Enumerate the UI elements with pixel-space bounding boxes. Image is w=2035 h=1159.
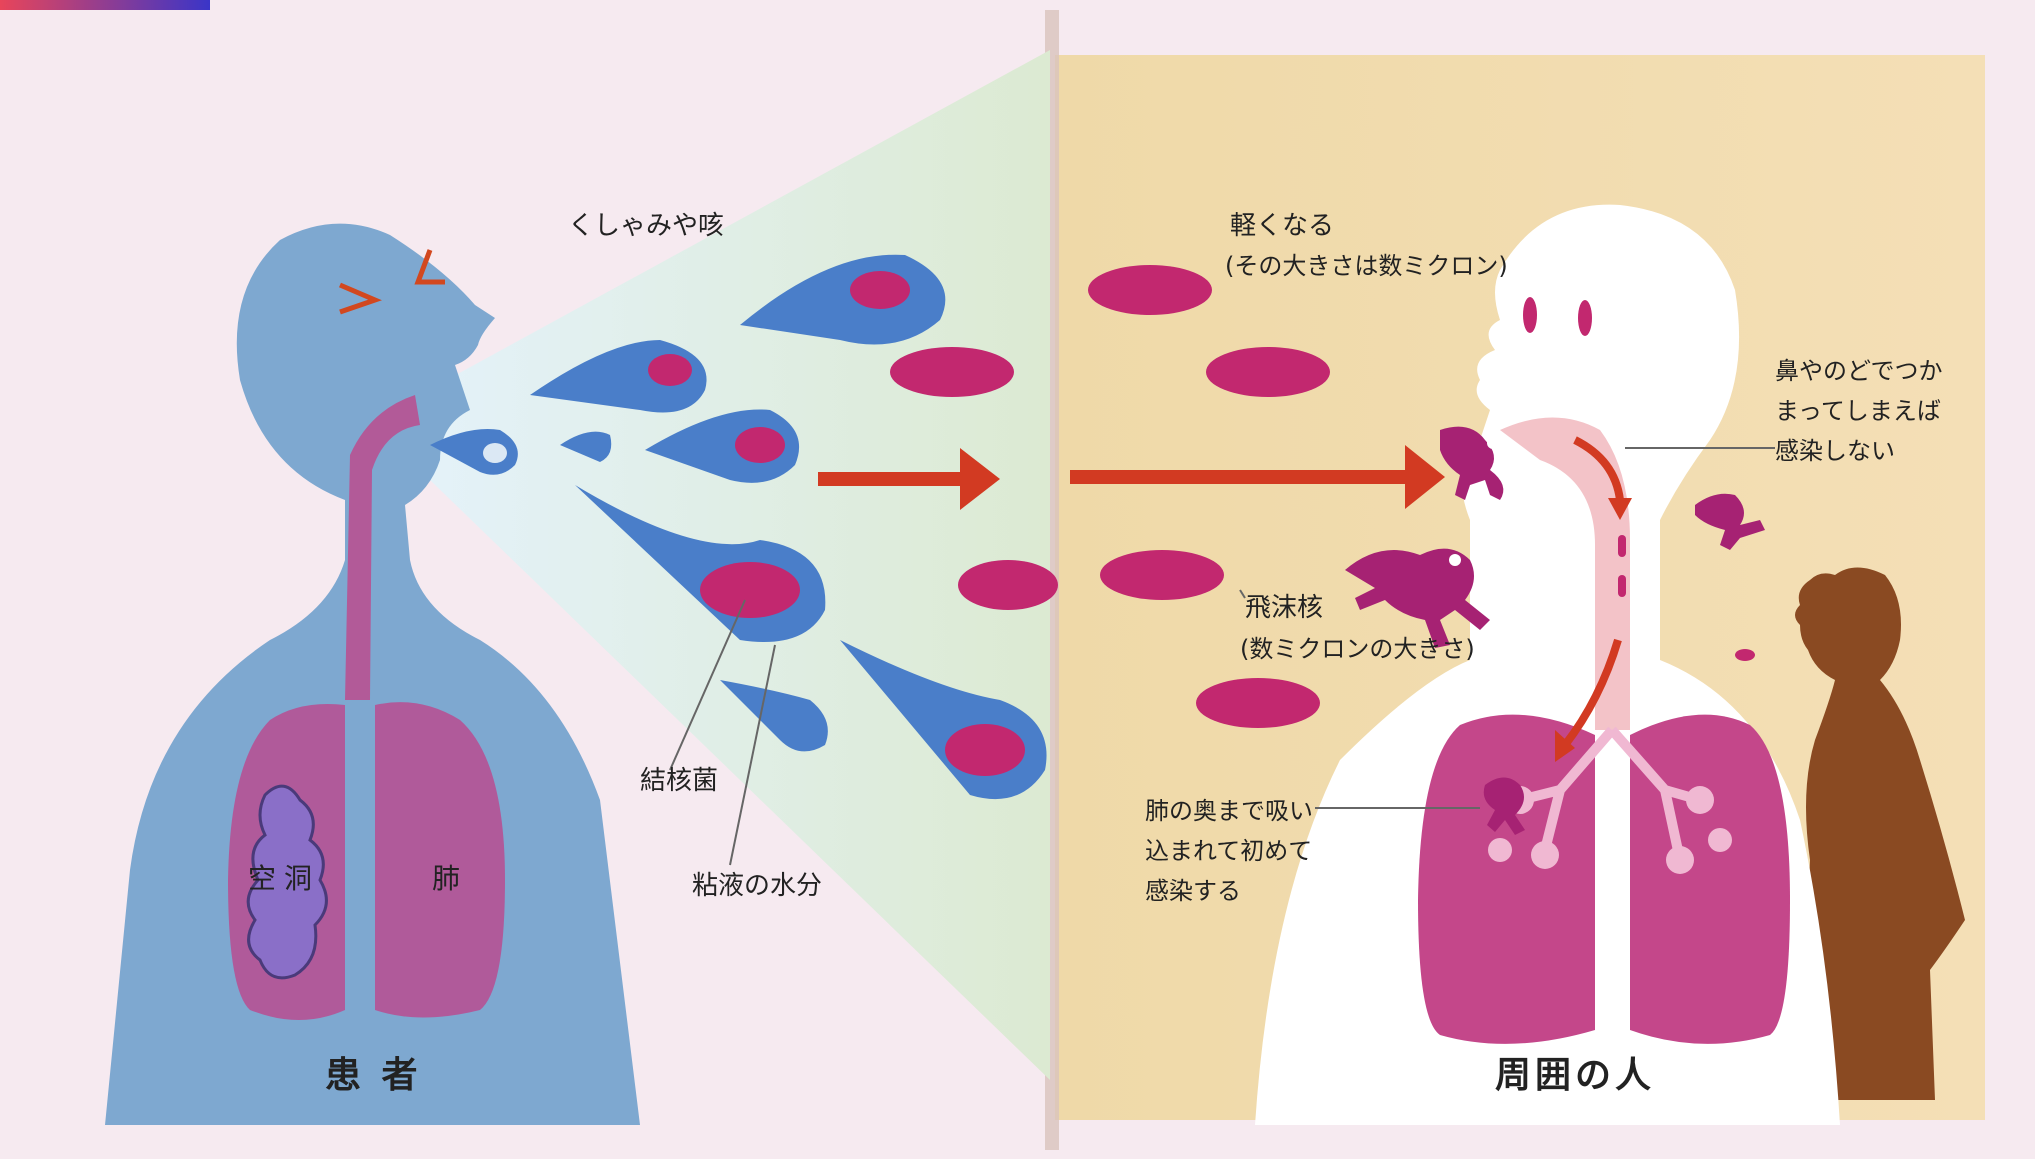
label-lighter: 軽くなる xyxy=(1230,205,1334,247)
droplet-nucleus xyxy=(1100,550,1224,600)
small-droplet xyxy=(1735,649,1755,661)
label-stuck-line3: 感染しない xyxy=(1775,430,1895,472)
corner-badge-icon xyxy=(0,0,210,10)
droplet-nucleus xyxy=(735,427,785,463)
droplet-core xyxy=(483,443,507,463)
label-sneeze: くしゃみや咳 xyxy=(568,205,724,247)
label-stuck-line1: 鼻やのどでつか xyxy=(1775,350,1943,392)
label-lung: 肺 xyxy=(432,858,460,900)
label-people: 周囲の人 xyxy=(1495,1055,1655,1097)
label-patient: 患 者 xyxy=(325,1055,422,1097)
droplet-nucleus xyxy=(850,271,910,309)
label-deep-line1: 肺の奥まで吸い xyxy=(1145,790,1313,832)
droplet-nucleus xyxy=(700,562,800,618)
label-deep-line3: 感染する xyxy=(1145,870,1241,912)
droplet-nucleus xyxy=(890,347,1014,397)
label-cavity: 空洞 xyxy=(248,858,320,900)
droplet-nucleus xyxy=(945,724,1025,776)
droplet-nucleus xyxy=(958,560,1058,610)
label-lighter-size: (その大きさは数ミクロン) xyxy=(1225,245,1508,287)
label-mucus: 粘液の水分 xyxy=(692,865,822,907)
droplet-nucleus xyxy=(1088,265,1212,315)
droplet-nucleus xyxy=(1206,347,1330,397)
label-droplet-nucleus-size: (数ミクロンの大きさ) xyxy=(1240,628,1475,670)
label-droplet-nucleus: 飛沫核 xyxy=(1245,587,1323,629)
droplet-nucleus xyxy=(1196,678,1320,728)
label-bacteria: 結核菌 xyxy=(640,760,718,802)
droplet-nucleus xyxy=(648,354,692,386)
label-deep-line2: 込まれて初めて xyxy=(1145,830,1312,872)
label-stuck-line2: まってしまえば xyxy=(1775,390,1941,432)
